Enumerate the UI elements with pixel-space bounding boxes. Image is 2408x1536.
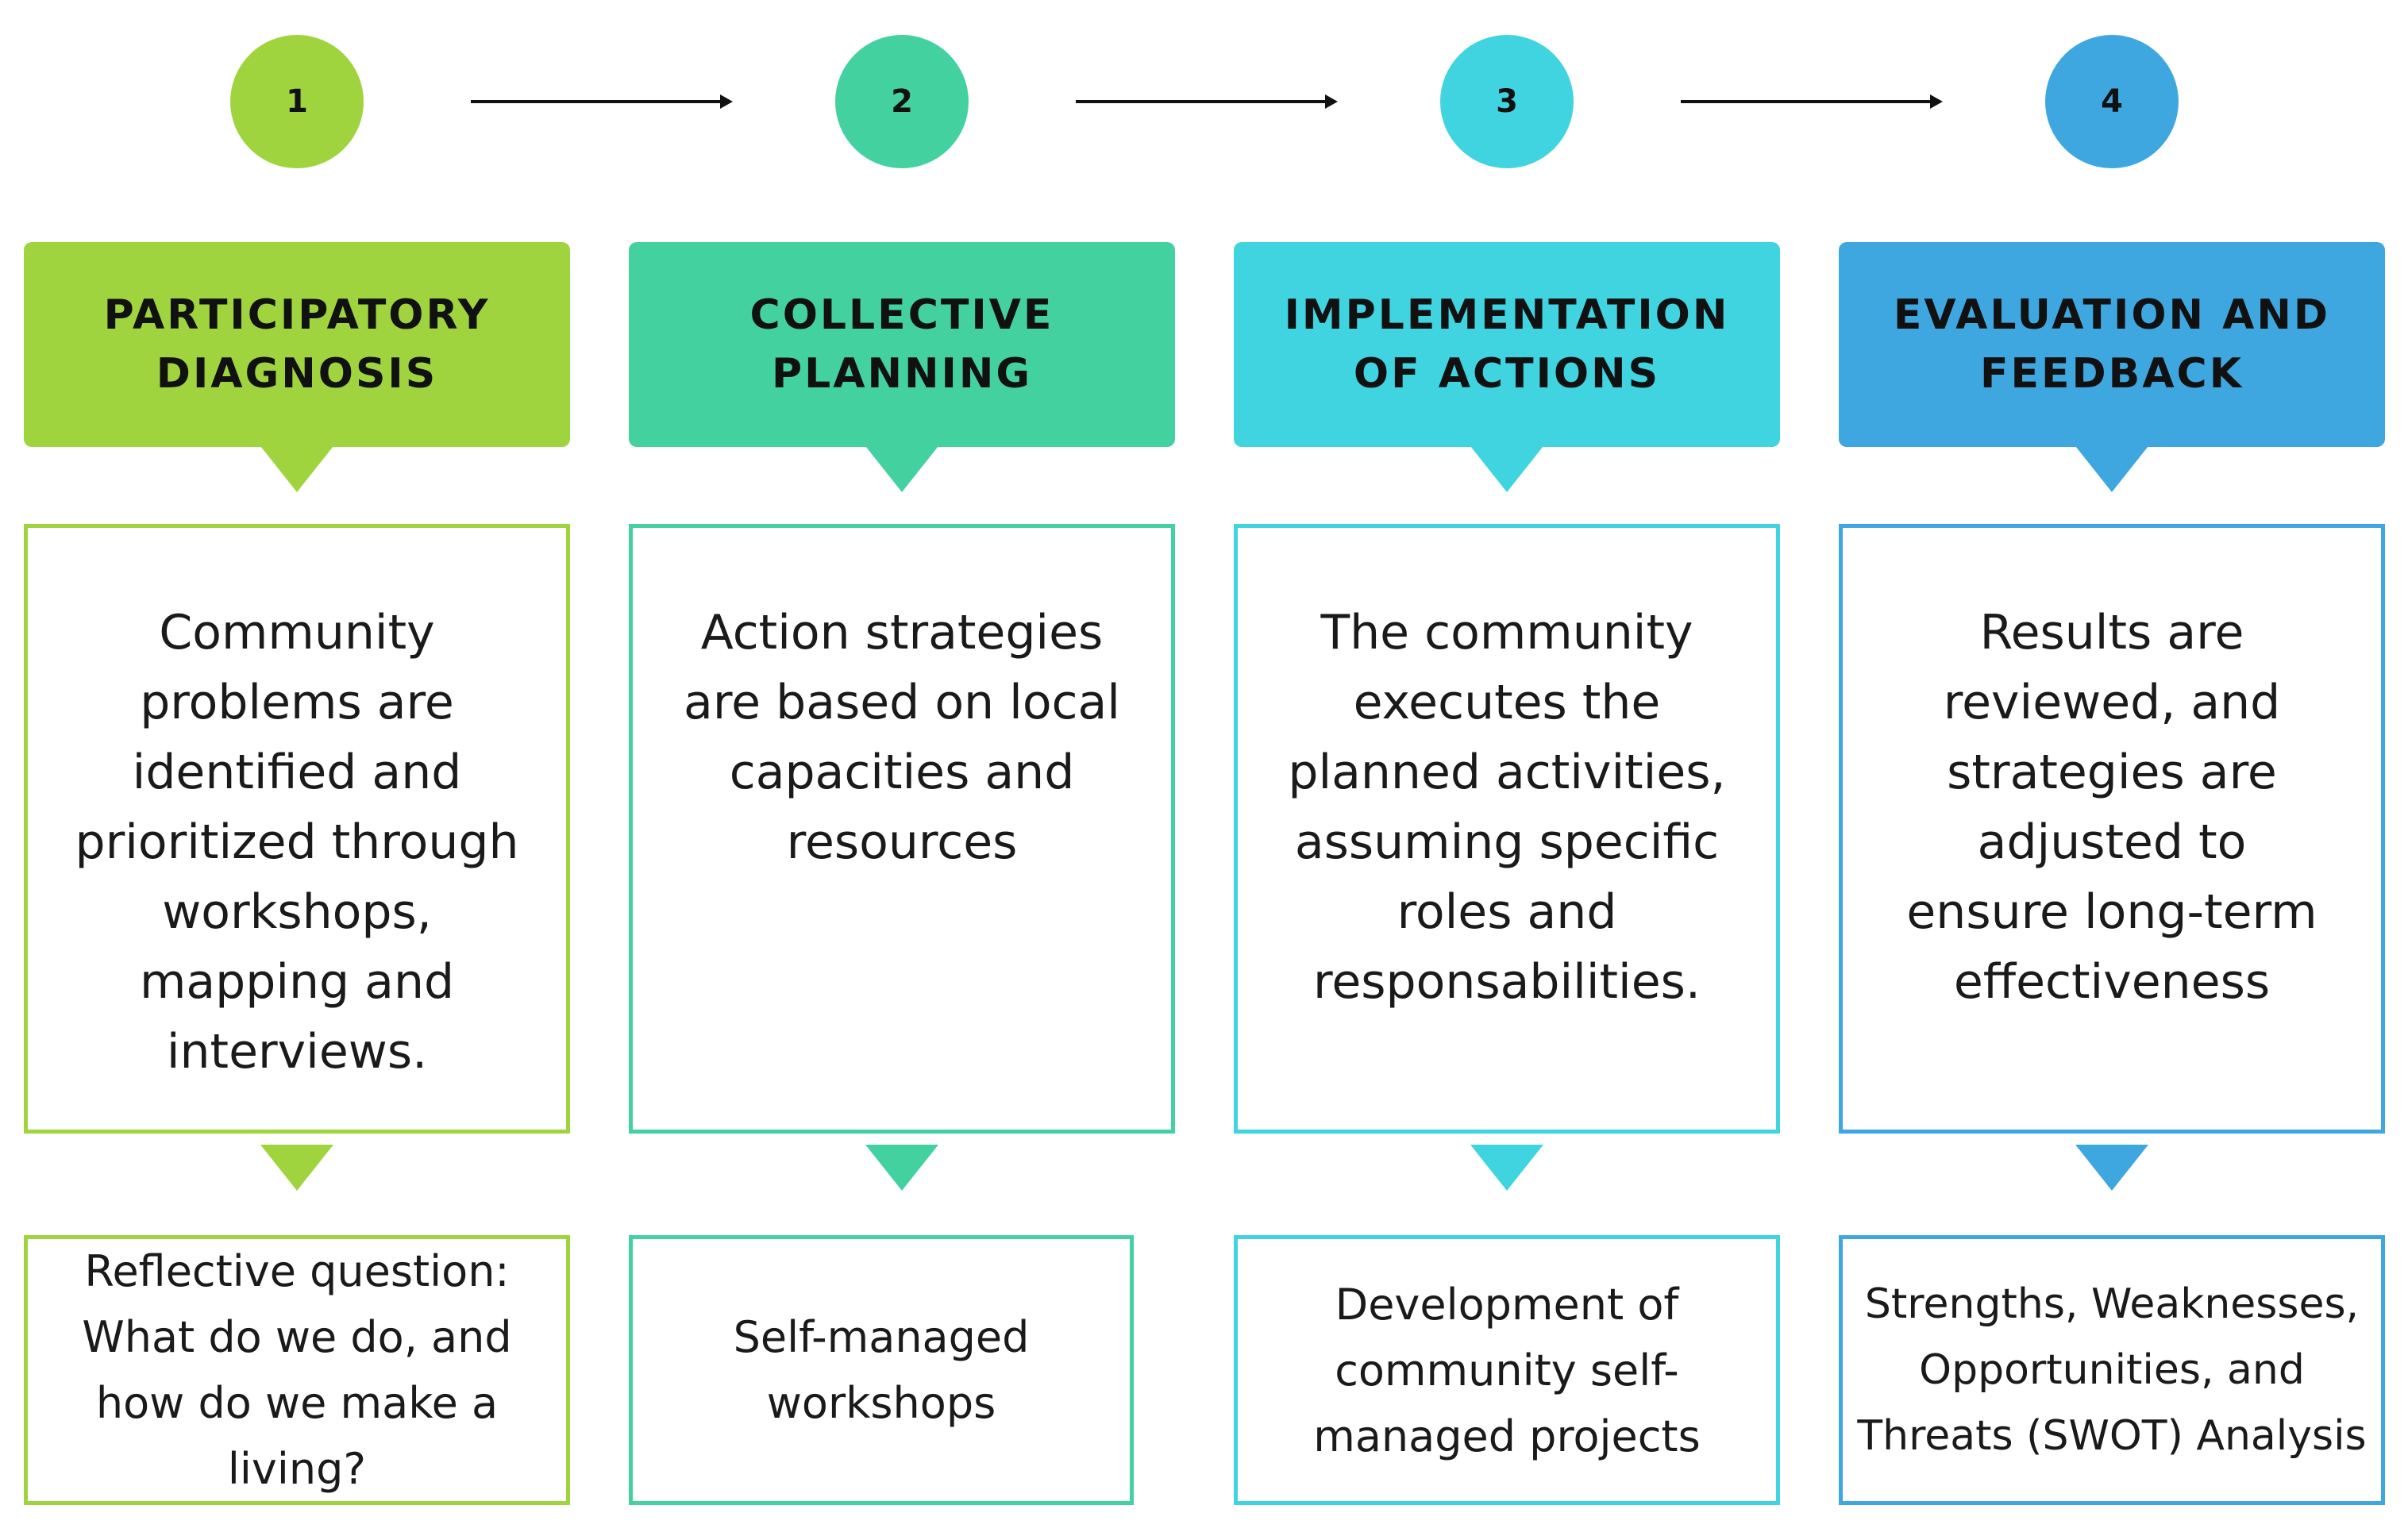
step-4-description-pointer	[2075, 1145, 2148, 1191]
step-4-header-pointer	[2075, 446, 2148, 492]
step-4-detail: Strengths, Weaknesses, Opportunities, an…	[1857, 1280, 2367, 1460]
step-3-circle: 3	[1440, 35, 1574, 168]
step-1-description-box: Community problems are identified and pr…	[24, 524, 570, 1134]
step-1-circle: 1	[230, 35, 364, 168]
arrow-1-2-head	[720, 94, 733, 109]
step-1-detail-box: Reflective question: What do we do, and …	[24, 1235, 570, 1505]
arrow-3-4-line	[1681, 100, 1932, 103]
step-3-detail-box: Development of community self-managed pr…	[1234, 1235, 1780, 1505]
step-2-number: 2	[891, 83, 913, 120]
step-3-number: 3	[1496, 83, 1518, 120]
step-3-description-box: The community executes the planned activ…	[1234, 524, 1780, 1134]
step-2-header-pointer	[865, 446, 938, 492]
step-1-number: 1	[286, 83, 308, 120]
step-2-circle: 2	[835, 35, 969, 168]
step-3-description: The community executes the planned activ…	[1288, 605, 1726, 1010]
step-3-description-pointer	[1470, 1145, 1543, 1191]
step-3-header-pointer	[1470, 446, 1543, 492]
step-4-number: 4	[2101, 83, 2123, 120]
step-2-description-pointer	[865, 1145, 938, 1191]
arrow-3-4-head	[1930, 94, 1943, 109]
step-4-description: Results are reviewed, and strategies are…	[1906, 605, 2317, 1010]
step-4-description-box: Results are reviewed, and strategies are…	[1839, 524, 2385, 1134]
arrow-2-3-head	[1325, 94, 1338, 109]
step-1-header-pointer	[260, 446, 333, 492]
step-1-detail: Reflective question: What do we do, and …	[82, 1246, 512, 1494]
step-4-circle: 4	[2045, 35, 2179, 168]
step-1-description: Community problems are identified and pr…	[75, 605, 519, 1080]
step-2-description-box: Action strategies are based on local cap…	[629, 524, 1175, 1134]
step-2-detail-box: Self-managed workshops	[629, 1235, 1134, 1505]
step-1-description-pointer	[260, 1145, 333, 1191]
step-3-detail: Development of community self-managed pr…	[1313, 1279, 1701, 1461]
step-2-description: Action strategies are based on local cap…	[684, 605, 1120, 870]
step-4-detail-box: Strengths, Weaknesses, Opportunities, an…	[1839, 1235, 2385, 1505]
step-2-detail: Self-managed workshops	[733, 1312, 1030, 1428]
arrow-2-3-line	[1076, 100, 1327, 103]
arrow-1-2-line	[471, 100, 722, 103]
